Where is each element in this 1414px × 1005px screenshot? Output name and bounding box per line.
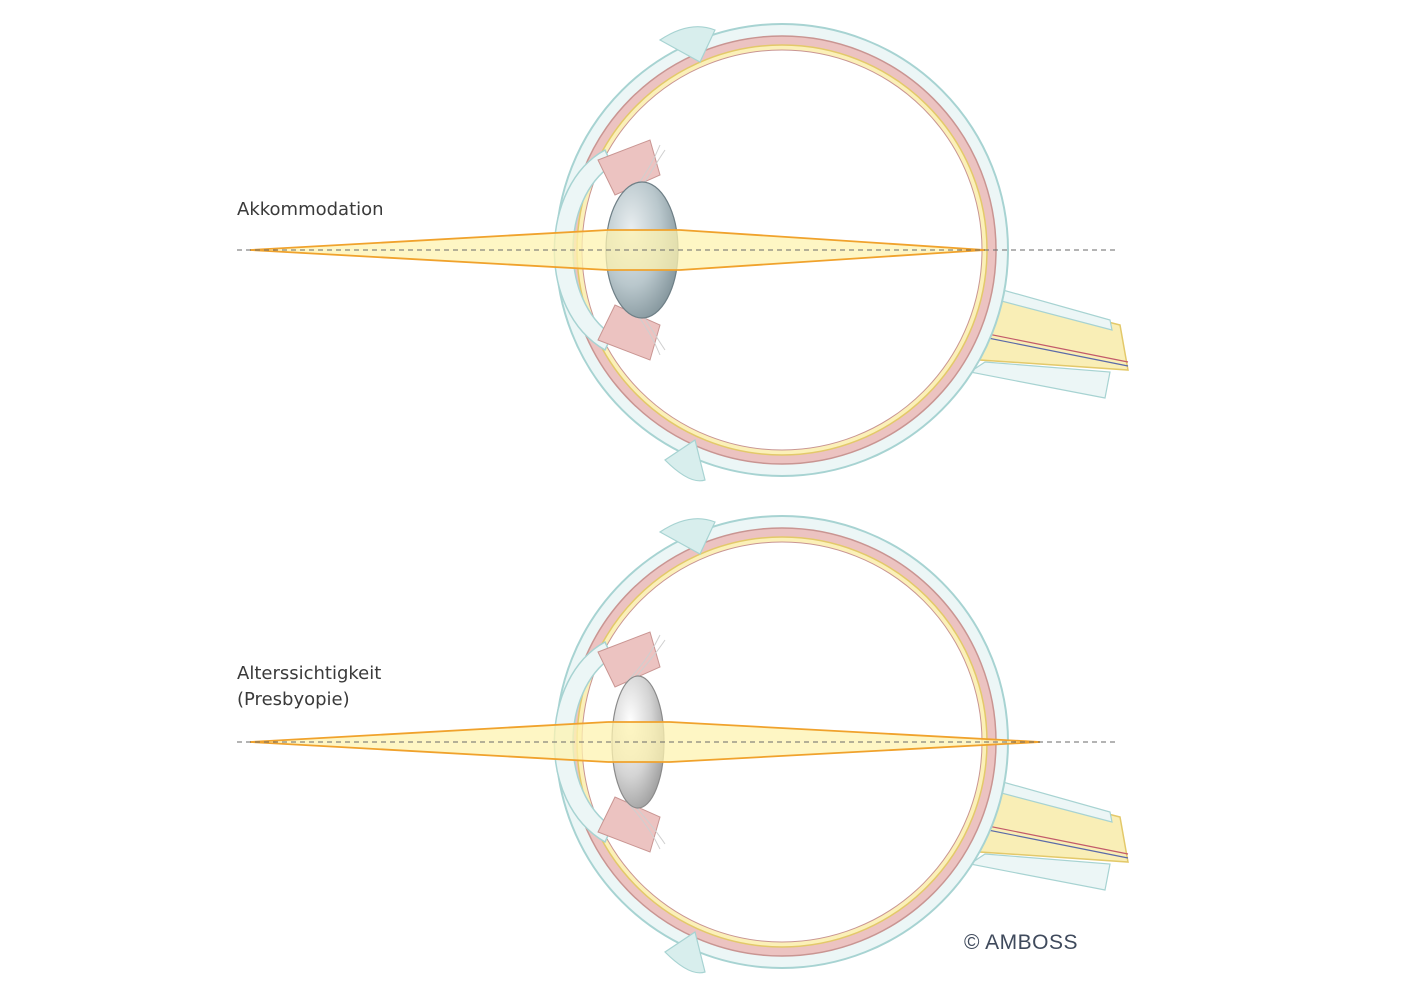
iris-upper <box>597 139 661 196</box>
optic-nerve <box>967 284 1129 399</box>
conjunctiva-upper <box>658 26 716 63</box>
conjunctiva-upper <box>658 518 716 555</box>
conjunctiva-lower <box>664 439 706 482</box>
iris-lower <box>597 304 661 361</box>
label-accommodation: Akkommodation <box>237 199 384 220</box>
label-presbyopia-line-2: (Presbyopie) <box>237 689 350 710</box>
iris-lower <box>597 796 661 853</box>
conjunctiva-lower <box>664 931 706 974</box>
label-presbyopia-line-1: Alterssichtigkeit <box>237 663 382 684</box>
copyright-notice: © AMBOSS <box>964 931 1079 954</box>
eye-presbyopia <box>237 515 1129 974</box>
eye-accommodation <box>237 23 1129 482</box>
iris-upper <box>597 631 661 688</box>
